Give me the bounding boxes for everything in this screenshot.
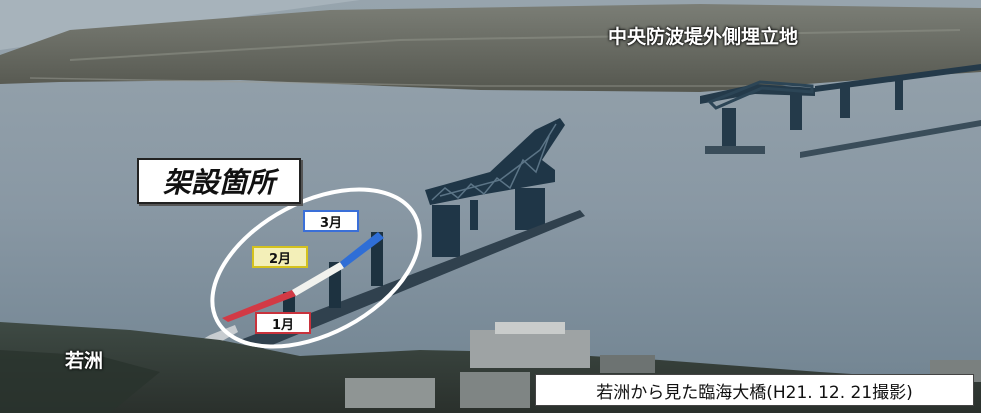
month-label-january: 1月 (255, 312, 311, 334)
month-label-february: 2月 (252, 246, 308, 268)
erection-site-title: 架設箇所 (137, 158, 301, 204)
wakasu-label: 若洲 (65, 350, 104, 372)
landfill-area (0, 4, 981, 92)
foreground-buildings (345, 322, 981, 408)
highlight-ellipse (210, 187, 422, 349)
landfill-label: 中央防波堤外側埋立地 (608, 26, 799, 48)
distant-bridge (700, 64, 981, 158)
girder-mar (340, 232, 384, 268)
girder-jan (222, 290, 296, 322)
far-water (0, 0, 360, 50)
main-truss (425, 118, 565, 257)
girder-feb (292, 262, 344, 296)
photo-caption: 若洲から見た臨海大橋(H21. 12. 21撮影) (535, 374, 974, 406)
month-label-march: 3月 (303, 210, 359, 232)
